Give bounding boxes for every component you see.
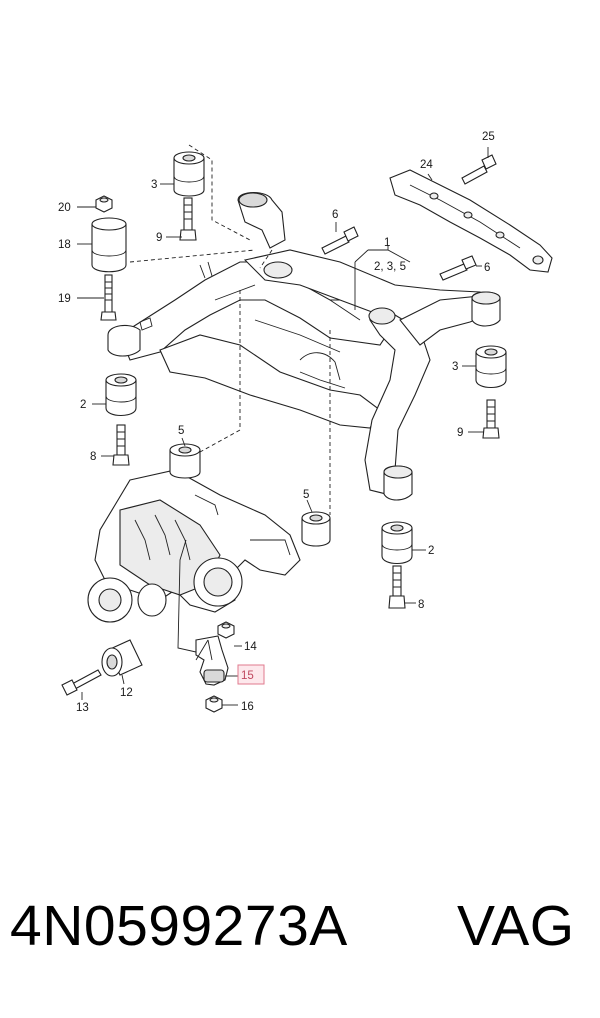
label-12: 12: [120, 687, 133, 699]
label-14: 14: [244, 641, 257, 653]
highlight-box-part-15: [237, 664, 265, 685]
brand-name: VAG: [457, 894, 575, 958]
label-2-left: 2: [80, 399, 86, 411]
caption: 4N0599273A VAG: [10, 893, 590, 983]
rear-subframe: [107, 191, 501, 501]
label-3-left: 3: [151, 179, 157, 191]
label-15: 15: [241, 670, 254, 682]
part-6-bolt-left: [321, 226, 359, 255]
label-5-upper: 5: [178, 425, 184, 437]
label-9-right: 9: [457, 427, 463, 439]
rear-differential: [87, 469, 301, 623]
label-20: 20: [58, 202, 71, 214]
part-3-right: [475, 345, 507, 439]
label-3-right: 3: [452, 361, 458, 373]
part-24-bracket: [389, 169, 553, 273]
label-5-lower: 5: [303, 489, 309, 501]
part-13-bolt: [61, 669, 102, 696]
bracket-part-15[interactable]: [195, 635, 229, 686]
part-number: 4N0599273A: [10, 894, 348, 958]
leader-lines: [77, 144, 489, 706]
label-16: 16: [241, 701, 254, 713]
part-5-upper: [169, 443, 201, 479]
part-labels: 1 2, 3, 5 2 2 3 3 5 5 6 6 8 8 9 9 12 13 …: [58, 131, 495, 714]
label-8-right: 8: [418, 599, 424, 611]
label-13: 13: [76, 702, 89, 714]
label-8-left: 8: [90, 451, 96, 463]
part-2-left: [105, 373, 137, 466]
label-6-right: 6: [484, 262, 490, 274]
label-1-sub: 2, 3, 5: [374, 261, 406, 273]
label-25: 25: [482, 131, 495, 143]
part-25-bolt: [461, 154, 497, 185]
part-18-bushing: [91, 217, 127, 273]
part-5-lower: [301, 511, 331, 547]
part-3-upper-left: [173, 151, 205, 241]
part-14-nut: [217, 621, 235, 639]
label-18: 18: [58, 239, 71, 251]
label-1: 1: [384, 237, 390, 249]
part-2-right: [381, 521, 413, 609]
label-2-right: 2: [428, 545, 434, 557]
part-12-bushing: [101, 639, 143, 677]
label-6-left: 6: [332, 209, 338, 221]
label-9-left: 9: [156, 232, 162, 244]
part-6-bolt-right: [439, 255, 477, 281]
part-19-bolt: [100, 274, 117, 321]
part-20-nut: [95, 195, 113, 213]
label-19: 19: [58, 293, 71, 305]
part-16-nut: [205, 695, 223, 713]
label-24: 24: [420, 159, 433, 171]
